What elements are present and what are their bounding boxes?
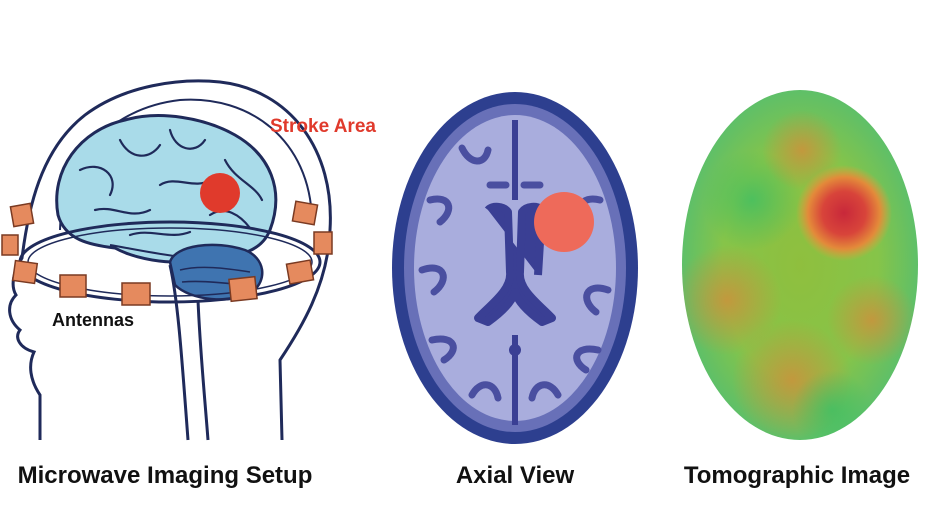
caption-tomographic: Tomographic Image <box>683 462 911 489</box>
brain-icon <box>55 114 278 264</box>
axial-lesion <box>534 192 594 252</box>
stroke-area-label: Stroke Area <box>270 116 376 137</box>
tomographic-panel <box>672 0 930 524</box>
caption-setup: Microwave Imaging Setup <box>17 462 313 489</box>
caption-axial: Axial View <box>455 462 575 489</box>
head-profile-icon <box>1 79 333 441</box>
ventricles <box>474 202 556 326</box>
antenna-icon <box>1 200 333 306</box>
tomographic-hotspot <box>796 165 892 261</box>
antennas-label: Antennas <box>52 310 135 330</box>
setup-panel <box>0 0 360 524</box>
head-outline <box>8 79 332 441</box>
stroke-area-marker <box>200 173 240 213</box>
tomography-map-icon <box>682 90 918 440</box>
axial-brain-icon <box>392 92 638 444</box>
axial-panel <box>370 0 660 524</box>
